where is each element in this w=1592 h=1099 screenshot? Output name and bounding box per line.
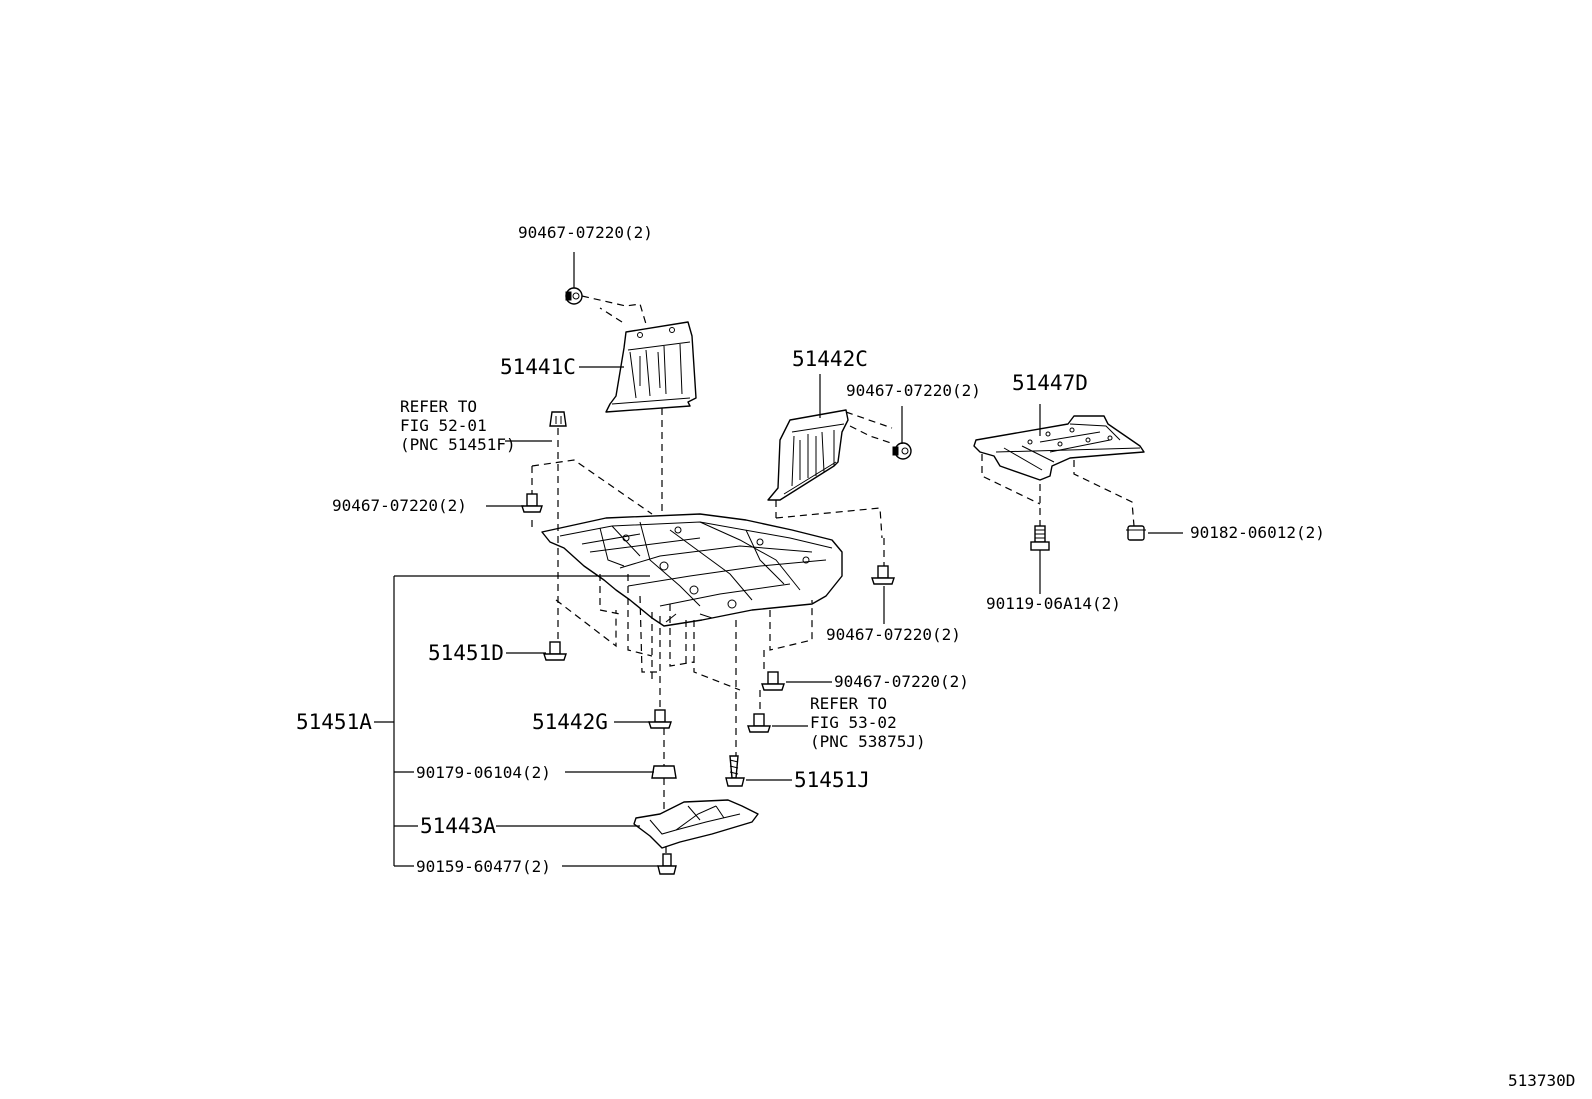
label-51441C[interactable]: 51441C	[500, 355, 576, 379]
label-fastener-right1[interactable]: 90467-07220(2)	[826, 625, 961, 644]
label-ref1-line3: (PNC 51451F)	[400, 435, 516, 454]
fastener-top-clip-icon	[565, 287, 583, 305]
label-fastener-left[interactable]: 90467-07220(2)	[332, 496, 467, 515]
fastener-51451F-clip-icon	[549, 411, 567, 427]
label-51451J[interactable]: 51451J	[794, 768, 870, 792]
label-51443A[interactable]: 51443A	[420, 814, 496, 838]
fastener-53875J-clip-icon	[747, 713, 771, 733]
fastener-51451J-screw-icon	[725, 755, 745, 787]
label-fastener-mid[interactable]: 90467-07220(2)	[846, 381, 981, 400]
dashed-alignment-lines	[531, 295, 1135, 854]
part-51443A-lower-cover[interactable]	[633, 799, 759, 849]
part-51442C-shield[interactable]	[767, 409, 849, 501]
fastener-51451D-clip-icon	[543, 641, 567, 661]
fastener-90182-nut-icon	[1126, 525, 1146, 541]
label-51451D[interactable]: 51451D	[428, 641, 504, 665]
label-51442G[interactable]: 51442G	[532, 710, 608, 734]
fastener-90159-screw-icon	[657, 853, 677, 875]
fastener-90119-bolt-icon	[1030, 525, 1050, 551]
label-ref2-line3: (PNC 53875J)	[810, 732, 926, 751]
label-51447D[interactable]: 51447D	[1012, 371, 1088, 395]
part-51447D-bracket[interactable]	[973, 415, 1145, 481]
fastener-mid-clip-icon	[892, 442, 912, 460]
fastener-lower-clip-icon	[761, 671, 785, 691]
label-90119[interactable]: 90119-06A14(2)	[986, 594, 1121, 613]
label-ref2-line1: REFER TO	[810, 694, 887, 713]
label-ref1-line1: REFER TO	[400, 397, 477, 416]
part-labels: 90467-07220(2) 51441C 51442C 90467-07220…	[296, 223, 1575, 1090]
label-fastener-right2[interactable]: 90467-07220(2)	[834, 672, 969, 691]
label-51442C[interactable]: 51442C	[792, 347, 868, 371]
figure-code: 513730D	[1508, 1071, 1575, 1090]
leader-lines	[374, 252, 1183, 867]
part-51441C-shield[interactable]	[605, 321, 697, 413]
label-ref2-line2[interactable]: FIG 53-02	[810, 713, 897, 732]
label-fastener-top[interactable]: 90467-07220(2)	[518, 223, 653, 242]
fastener-left-clip-icon	[521, 493, 543, 513]
label-ref1-line2[interactable]: FIG 52-01	[400, 416, 487, 435]
label-90159[interactable]: 90159-60477(2)	[416, 857, 551, 876]
fastener-51442G-clip-icon	[648, 709, 672, 729]
label-90179[interactable]: 90179-06104(2)	[416, 763, 551, 782]
part-51451A-engine-under-cover[interactable]	[541, 513, 843, 627]
fastener-right-clip-icon	[871, 565, 895, 585]
label-51451A[interactable]: 51451A	[296, 710, 372, 734]
fastener-90179-nut-icon	[651, 765, 677, 779]
label-90182[interactable]: 90182-06012(2)	[1190, 523, 1325, 542]
